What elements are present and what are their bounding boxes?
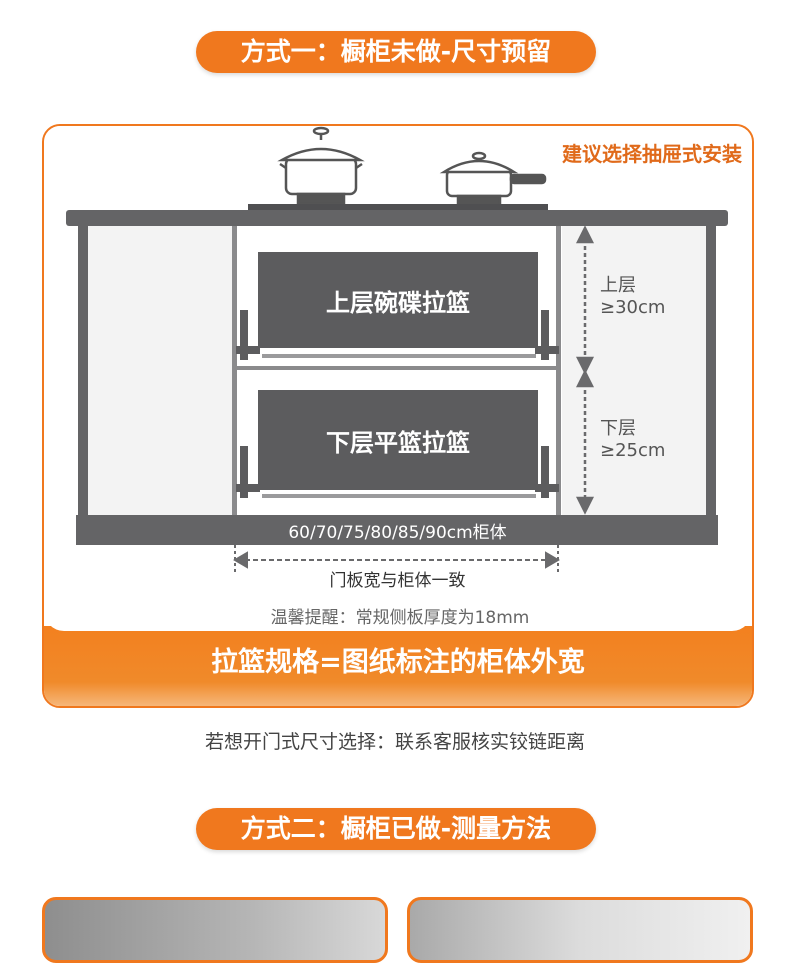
upper-label-line1: 上层 xyxy=(600,275,636,296)
height-arrows xyxy=(575,225,595,515)
lower-label-line2: ≥25cm xyxy=(600,440,666,461)
cabinet-diagram xyxy=(66,126,728,572)
section1-title: 方式一：橱柜未做-尺寸预留 xyxy=(196,31,596,73)
measurement-photo-2 xyxy=(407,897,753,963)
cabinet-left-panel xyxy=(78,226,88,516)
door-option-text: 若想开门式尺寸选择：联系客服核实铰链距离 xyxy=(204,731,585,753)
cabinet-right-panel xyxy=(706,226,716,516)
upper-height-label: 上层 ≥30cm xyxy=(600,275,665,319)
upper-basket: 上层碗碟拉篮 xyxy=(258,252,538,348)
spec-banner-text: 拉篮规格=图纸标注的柜体外宽 xyxy=(211,647,585,678)
width-arrow xyxy=(233,545,560,572)
upper-rails xyxy=(236,310,559,360)
lower-height-label: 下层 ≥25cm xyxy=(600,418,665,462)
lower-rails xyxy=(236,446,559,498)
lower-label-line1: 下层 xyxy=(600,418,636,439)
cabinet-base xyxy=(76,515,718,545)
reminder-text: 温馨提醒：常规侧板厚度为18mm xyxy=(270,608,530,628)
cooktop xyxy=(248,204,548,212)
suggestion-text: 建议选择抽屉式安装 xyxy=(562,142,742,166)
spec-banner-bg: 拉篮规格=图纸标注的柜体外宽 xyxy=(44,626,752,706)
door-note: 门板宽与柜体一致 xyxy=(329,571,466,591)
lower-basket: 下层平篮拉篮 xyxy=(258,390,538,490)
measurement-photo-1 xyxy=(42,897,388,963)
stock-pot-icon xyxy=(277,126,365,206)
sauce-pot-icon xyxy=(439,151,547,208)
cabinet-sizes: 60/70/75/80/85/90cm柜体 xyxy=(288,523,507,543)
section2-title: 方式二：橱柜已做-测量方法 xyxy=(196,808,596,850)
countertop xyxy=(66,210,728,226)
upper-label-line2: ≥30cm xyxy=(600,297,666,318)
